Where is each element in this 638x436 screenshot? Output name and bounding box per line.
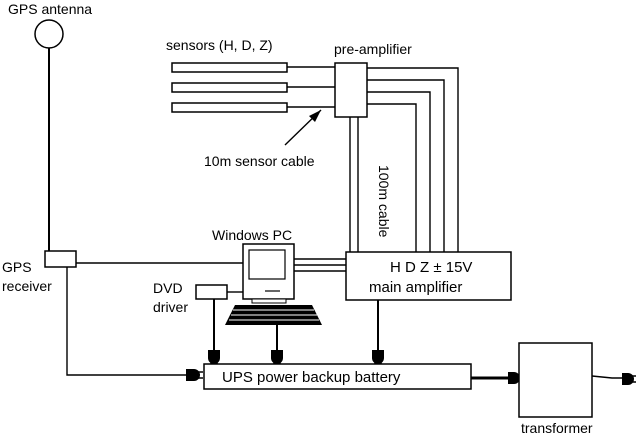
pre-amplifier-label: pre-amplifier (334, 41, 412, 57)
ups-label: UPS power backup battery (222, 369, 401, 386)
gps-antenna-label: GPS antenna (8, 1, 92, 17)
cable-100m-label: 100m cable (376, 165, 392, 238)
plug-icon (372, 350, 384, 364)
sensor-cable-label: 10m sensor cable (204, 153, 315, 169)
pre-amplifier-box (334, 62, 368, 118)
sensor-cable-arrowhead (309, 110, 321, 122)
dvd-driver-box (195, 284, 228, 300)
cable-100m-2 (367, 79, 445, 252)
windows-pc-label: Windows PC (212, 227, 292, 243)
cable-100m-1 (367, 67, 459, 252)
gps-receiver-label-line2: receiver (2, 278, 52, 294)
cable-100m-4 (367, 103, 417, 252)
cable-100m-3 (367, 91, 431, 252)
plug-icon (208, 350, 220, 364)
dvd-label-line1: DVD (153, 280, 183, 296)
gps-antenna-icon (34, 19, 64, 49)
transformer-box (518, 342, 593, 418)
plug-icon (622, 373, 636, 385)
plug-icon (186, 369, 203, 381)
dvd-label-line2: driver (153, 299, 188, 315)
main-amplifier-label-line1: H D Z ± 15V (390, 259, 472, 276)
main-amplifier-box (345, 251, 512, 301)
mains-cable (591, 375, 622, 379)
sensor-h (171, 62, 288, 73)
plug-icon (271, 350, 283, 364)
gps-power-cable (66, 267, 186, 376)
gps-receiver-label-line1: GPS (2, 259, 32, 275)
sensor-z (171, 102, 288, 113)
main-amplifier-label-line2: main amplifier (369, 279, 462, 296)
gps-receiver-box (44, 250, 77, 268)
keyboard-icon (225, 305, 322, 325)
sensor-d (171, 82, 288, 93)
transformer-label: transformer (521, 420, 593, 436)
sensors-label: sensors (H, D, Z) (166, 37, 273, 53)
computer-icon (242, 243, 295, 304)
